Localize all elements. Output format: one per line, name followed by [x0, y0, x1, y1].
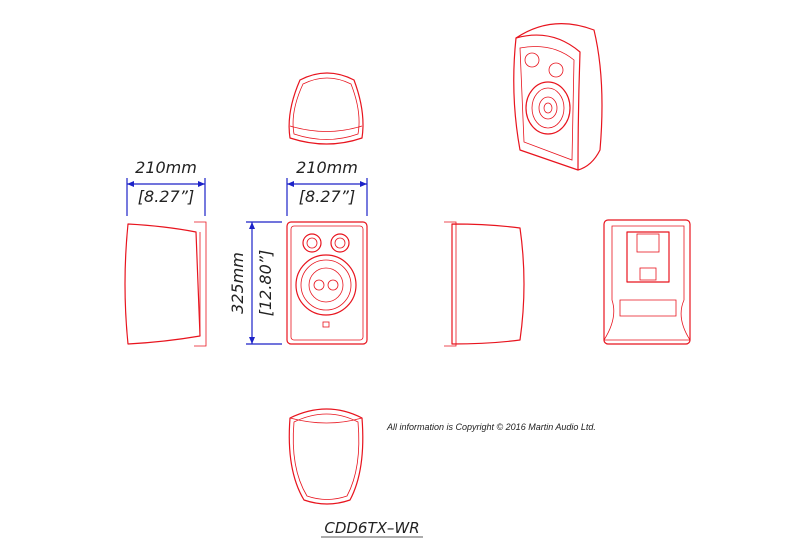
- front-width-in-label: [8.27”]: [299, 187, 355, 206]
- isometric-view: [513, 23, 603, 171]
- dimension-height: 325mm [12.80”]: [228, 221, 282, 345]
- copyright-notice: All information is Copyright © 2016 Mart…: [386, 422, 596, 432]
- height-mm-label: 325mm: [228, 252, 247, 314]
- left-side-view: [124, 221, 207, 347]
- dimension-front-width: 210mm [8.27”]: [286, 158, 368, 216]
- height-in-label: [12.80”]: [256, 250, 275, 317]
- top-view: [288, 72, 364, 145]
- model-name: CDD6TX–WR: [324, 519, 419, 537]
- rear-view: [603, 219, 691, 345]
- front-view: [286, 221, 368, 345]
- side-depth-in-label: [8.27”]: [138, 187, 194, 206]
- front-width-mm-label: 210mm: [296, 158, 358, 177]
- dimension-side-depth: 210mm [8.27”]: [126, 158, 206, 216]
- side-depth-mm-label: 210mm: [135, 158, 197, 177]
- bottom-view: [288, 408, 364, 505]
- right-side-view: [444, 221, 525, 347]
